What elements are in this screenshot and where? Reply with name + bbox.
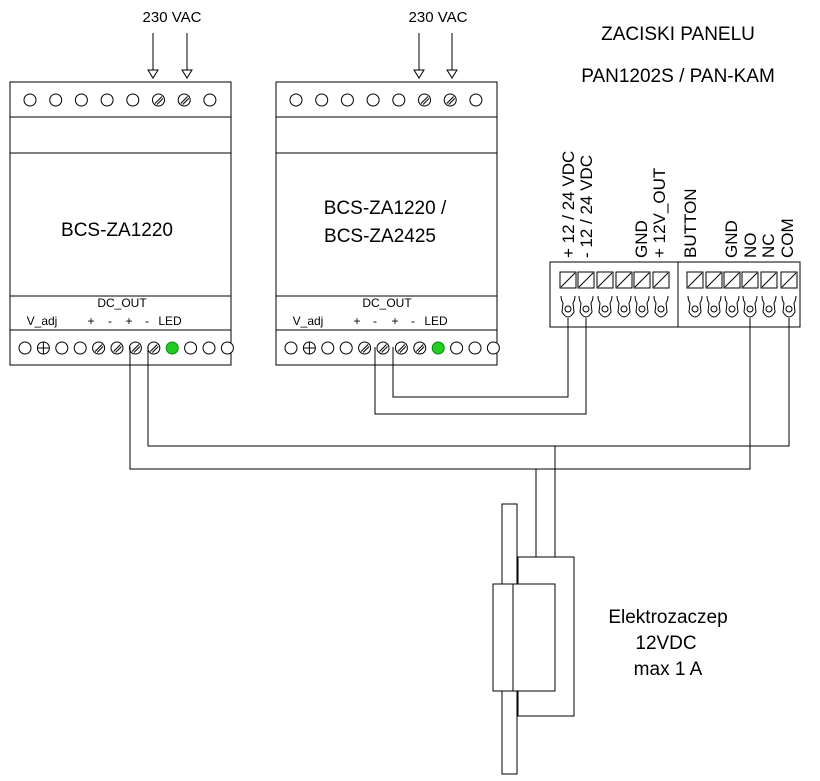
m1-top-terminal (203, 93, 217, 107)
panel-screw-terminal (577, 271, 595, 318)
panel-screw-terminal (760, 271, 778, 318)
panel-label-gnd-2: GND (722, 220, 741, 258)
panel-label-nc: NC (759, 233, 778, 258)
m1-v-adj-potentiometer (36, 341, 50, 355)
panel-label-com: COM (778, 218, 797, 258)
m2-dc-out-terminal (413, 341, 427, 355)
m1-top-terminal (49, 93, 63, 107)
m1-dc-out-terminal (92, 341, 106, 355)
m2-top-terminal (340, 93, 354, 107)
m2-dc-out-terminal (394, 341, 408, 355)
m2-bottom-terminal (486, 341, 500, 355)
m2-dc-out-terminal (376, 341, 390, 355)
supply-label-left: 230 VAC (143, 9, 202, 26)
m2-top-terminal (392, 93, 406, 107)
m2-top-terminal (469, 93, 483, 107)
panel-screw-terminal (633, 271, 651, 318)
panel-screw-terminal (741, 271, 759, 318)
m1-top-terminal (100, 93, 114, 107)
supply-arrows-right (413, 33, 458, 79)
m1-bottom-terminal (55, 341, 69, 355)
m2-top-terminal (315, 93, 329, 107)
module2-polarity-4: - (411, 314, 415, 328)
module2-name-line2: BCS-ZA2425 (324, 226, 436, 247)
panel-screw-terminal (596, 271, 614, 318)
m2-top-terminal (366, 93, 380, 107)
module1-name: BCS-ZA1220 (61, 220, 173, 241)
module2-v-adj-label: V_adj (293, 314, 324, 328)
m1-dc-out-terminal (110, 341, 124, 355)
module1-led-label: LED (158, 314, 182, 328)
panel-terminals (559, 271, 798, 318)
panel-label-supply-plus: + 12 / 24 VDC (559, 151, 578, 258)
panel-title-line2: PAN1202S / PAN-KAM (581, 66, 775, 87)
m2-top-screw-terminal (418, 93, 431, 107)
panel-label-no: NO (741, 233, 760, 259)
module2-dc-out-label: DC_OUT (362, 296, 412, 310)
electric-strike (492, 503, 575, 775)
module1-polarity-4: - (145, 314, 149, 328)
m1-bottom-terminal (73, 341, 87, 355)
strike-label-line3: max 1 A (634, 659, 703, 680)
supply-label-right: 230 VAC (409, 9, 468, 26)
panel-screw-terminal (686, 271, 704, 318)
m1-top-terminal (23, 93, 37, 107)
m1-bottom-terminal (202, 341, 216, 355)
m1-top-terminal (126, 93, 140, 107)
panel-screw-terminal (559, 271, 577, 318)
m1-top-terminal (74, 93, 88, 107)
m1-top-screw-terminal (152, 93, 165, 107)
m1-bottom-terminal (18, 341, 32, 355)
module2-polarity-3: + (391, 314, 398, 328)
module2-name-line1: BCS-ZA1220 / (324, 198, 447, 219)
power-module-1 (9, 81, 234, 366)
m2-bottom-terminal (284, 341, 298, 355)
module1-polarity-2: - (108, 314, 112, 328)
m1-led-indicator (165, 341, 179, 355)
module2-top-terminals (289, 93, 483, 107)
panel-label-gnd: GND (632, 220, 651, 258)
m2-v-adj-potentiometer (302, 341, 316, 355)
power-module-2 (275, 81, 500, 366)
m2-bottom-terminal (450, 341, 464, 355)
module2-led-label: LED (424, 314, 448, 328)
panel-screw-terminal (780, 271, 798, 318)
m1-top-screw-terminal (177, 93, 191, 107)
panel-screw-terminal (705, 271, 723, 318)
module1-top-terminals (23, 93, 217, 107)
panel-label-12v-out: + 12V_OUT (650, 168, 669, 258)
m1-dc-out-terminal (147, 341, 161, 355)
m2-bottom-terminal (321, 341, 335, 355)
module2-polarity-2: - (373, 314, 377, 328)
module1-polarity-3: + (125, 314, 132, 328)
panel-screw-terminal (615, 271, 633, 318)
panel-label-button: BUTTON (681, 188, 700, 258)
strike-label-line2: 12VDC (635, 633, 696, 654)
panel-screw-terminal (723, 271, 741, 318)
m2-dc-out-terminal (358, 341, 372, 355)
module2-bottom-terminals (284, 341, 500, 355)
supply-arrows-left (147, 33, 193, 79)
strike-label-line1: Elektrozaczep (608, 607, 727, 628)
m1-bottom-terminal (220, 341, 234, 355)
module2-polarity-1: + (353, 314, 360, 328)
m2-bottom-terminal (468, 341, 482, 355)
module1-bottom-terminals (18, 341, 234, 355)
m2-top-screw-terminal (443, 93, 457, 107)
m2-led-indicator (431, 341, 445, 355)
panel-terminal-block (549, 261, 801, 328)
module1-polarity-1: + (87, 314, 94, 328)
module1-dc-out-label: DC_OUT (97, 296, 147, 310)
m1-dc-out-terminal (128, 341, 142, 355)
m1-bottom-terminal (184, 341, 198, 355)
panel-screw-terminal (652, 271, 670, 318)
panel-label-supply-minus: - 12 / 24 VDC (577, 155, 596, 258)
m2-bottom-terminal (339, 341, 353, 355)
panel-title-line1: ZACISKI PANELU (601, 24, 755, 45)
module1-v-adj-label: V_adj (27, 314, 58, 328)
m2-top-terminal (289, 93, 303, 107)
